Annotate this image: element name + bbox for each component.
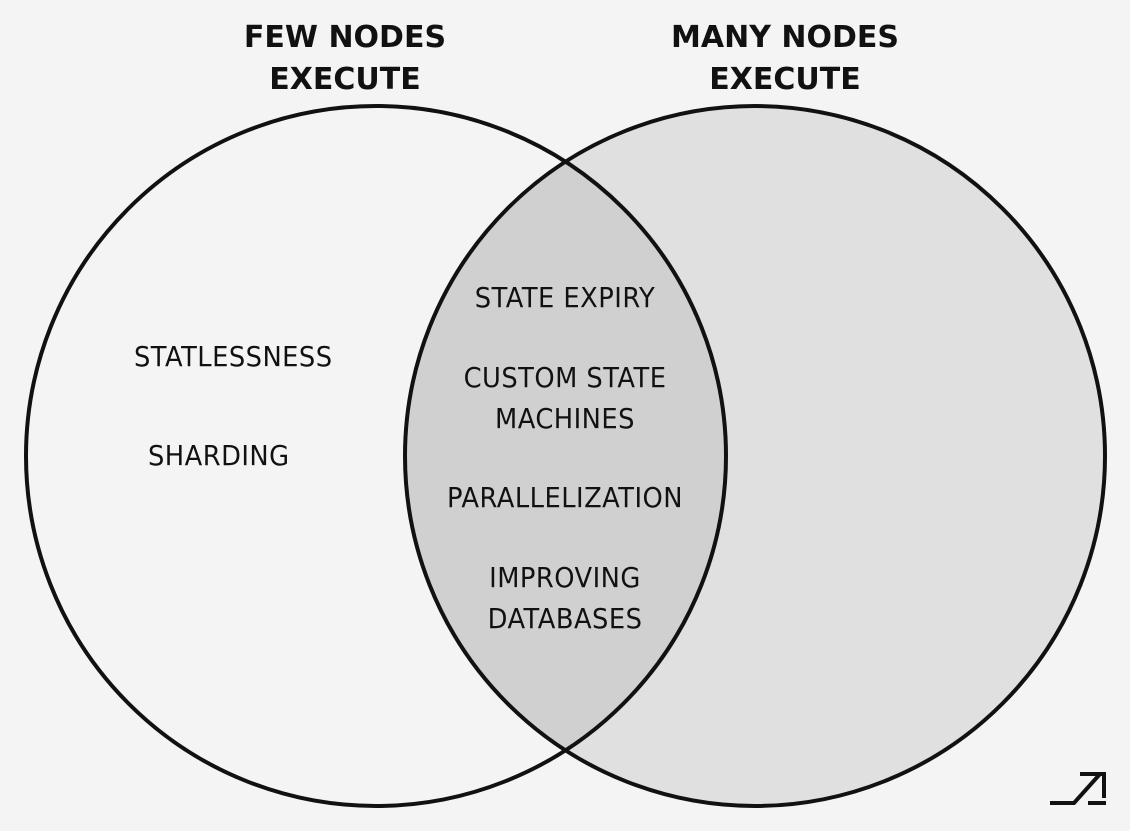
left-heading-line-2: EXECUTE	[269, 62, 421, 97]
intersection-item-text: IMPROVING	[489, 561, 641, 594]
left-item-sharding: SHARDING	[148, 439, 290, 472]
right-circle-heading: MANY NODES EXECUTE	[671, 17, 899, 101]
right-heading-line-1: MANY NODES	[671, 20, 899, 55]
intersection-item-improving-databases: IMPROVING DATABASES	[488, 557, 643, 639]
intersection-item-custom-state-machines: CUSTOM STATE MACHINES	[464, 357, 667, 439]
intersection-item-text: CUSTOM STATE	[463, 361, 667, 394]
intersection-item-text: PARALLELIZATION	[447, 481, 683, 514]
left-circle-heading: FEW NODES EXECUTE	[244, 17, 446, 101]
left-item-statlessness: STATLESSNESS	[134, 340, 333, 373]
diagonal-arrow-logo-icon	[1050, 772, 1106, 805]
right-circle-outline	[403, 104, 1107, 808]
left-heading-line-1: FEW NODES	[243, 20, 447, 55]
right-heading-line-2: EXECUTE	[709, 62, 861, 97]
intersection-item-text: DATABASES	[487, 602, 643, 635]
intersection-item-state-expiry: STATE EXPIRY	[475, 277, 655, 318]
left-circle-outline	[24, 104, 728, 808]
intersection-item-text: STATE EXPIRY	[474, 281, 656, 314]
intersection-item-text: MACHINES	[495, 402, 635, 435]
intersection-region	[405, 106, 726, 806]
intersection-item-parallelization: PARALLELIZATION	[447, 477, 683, 518]
